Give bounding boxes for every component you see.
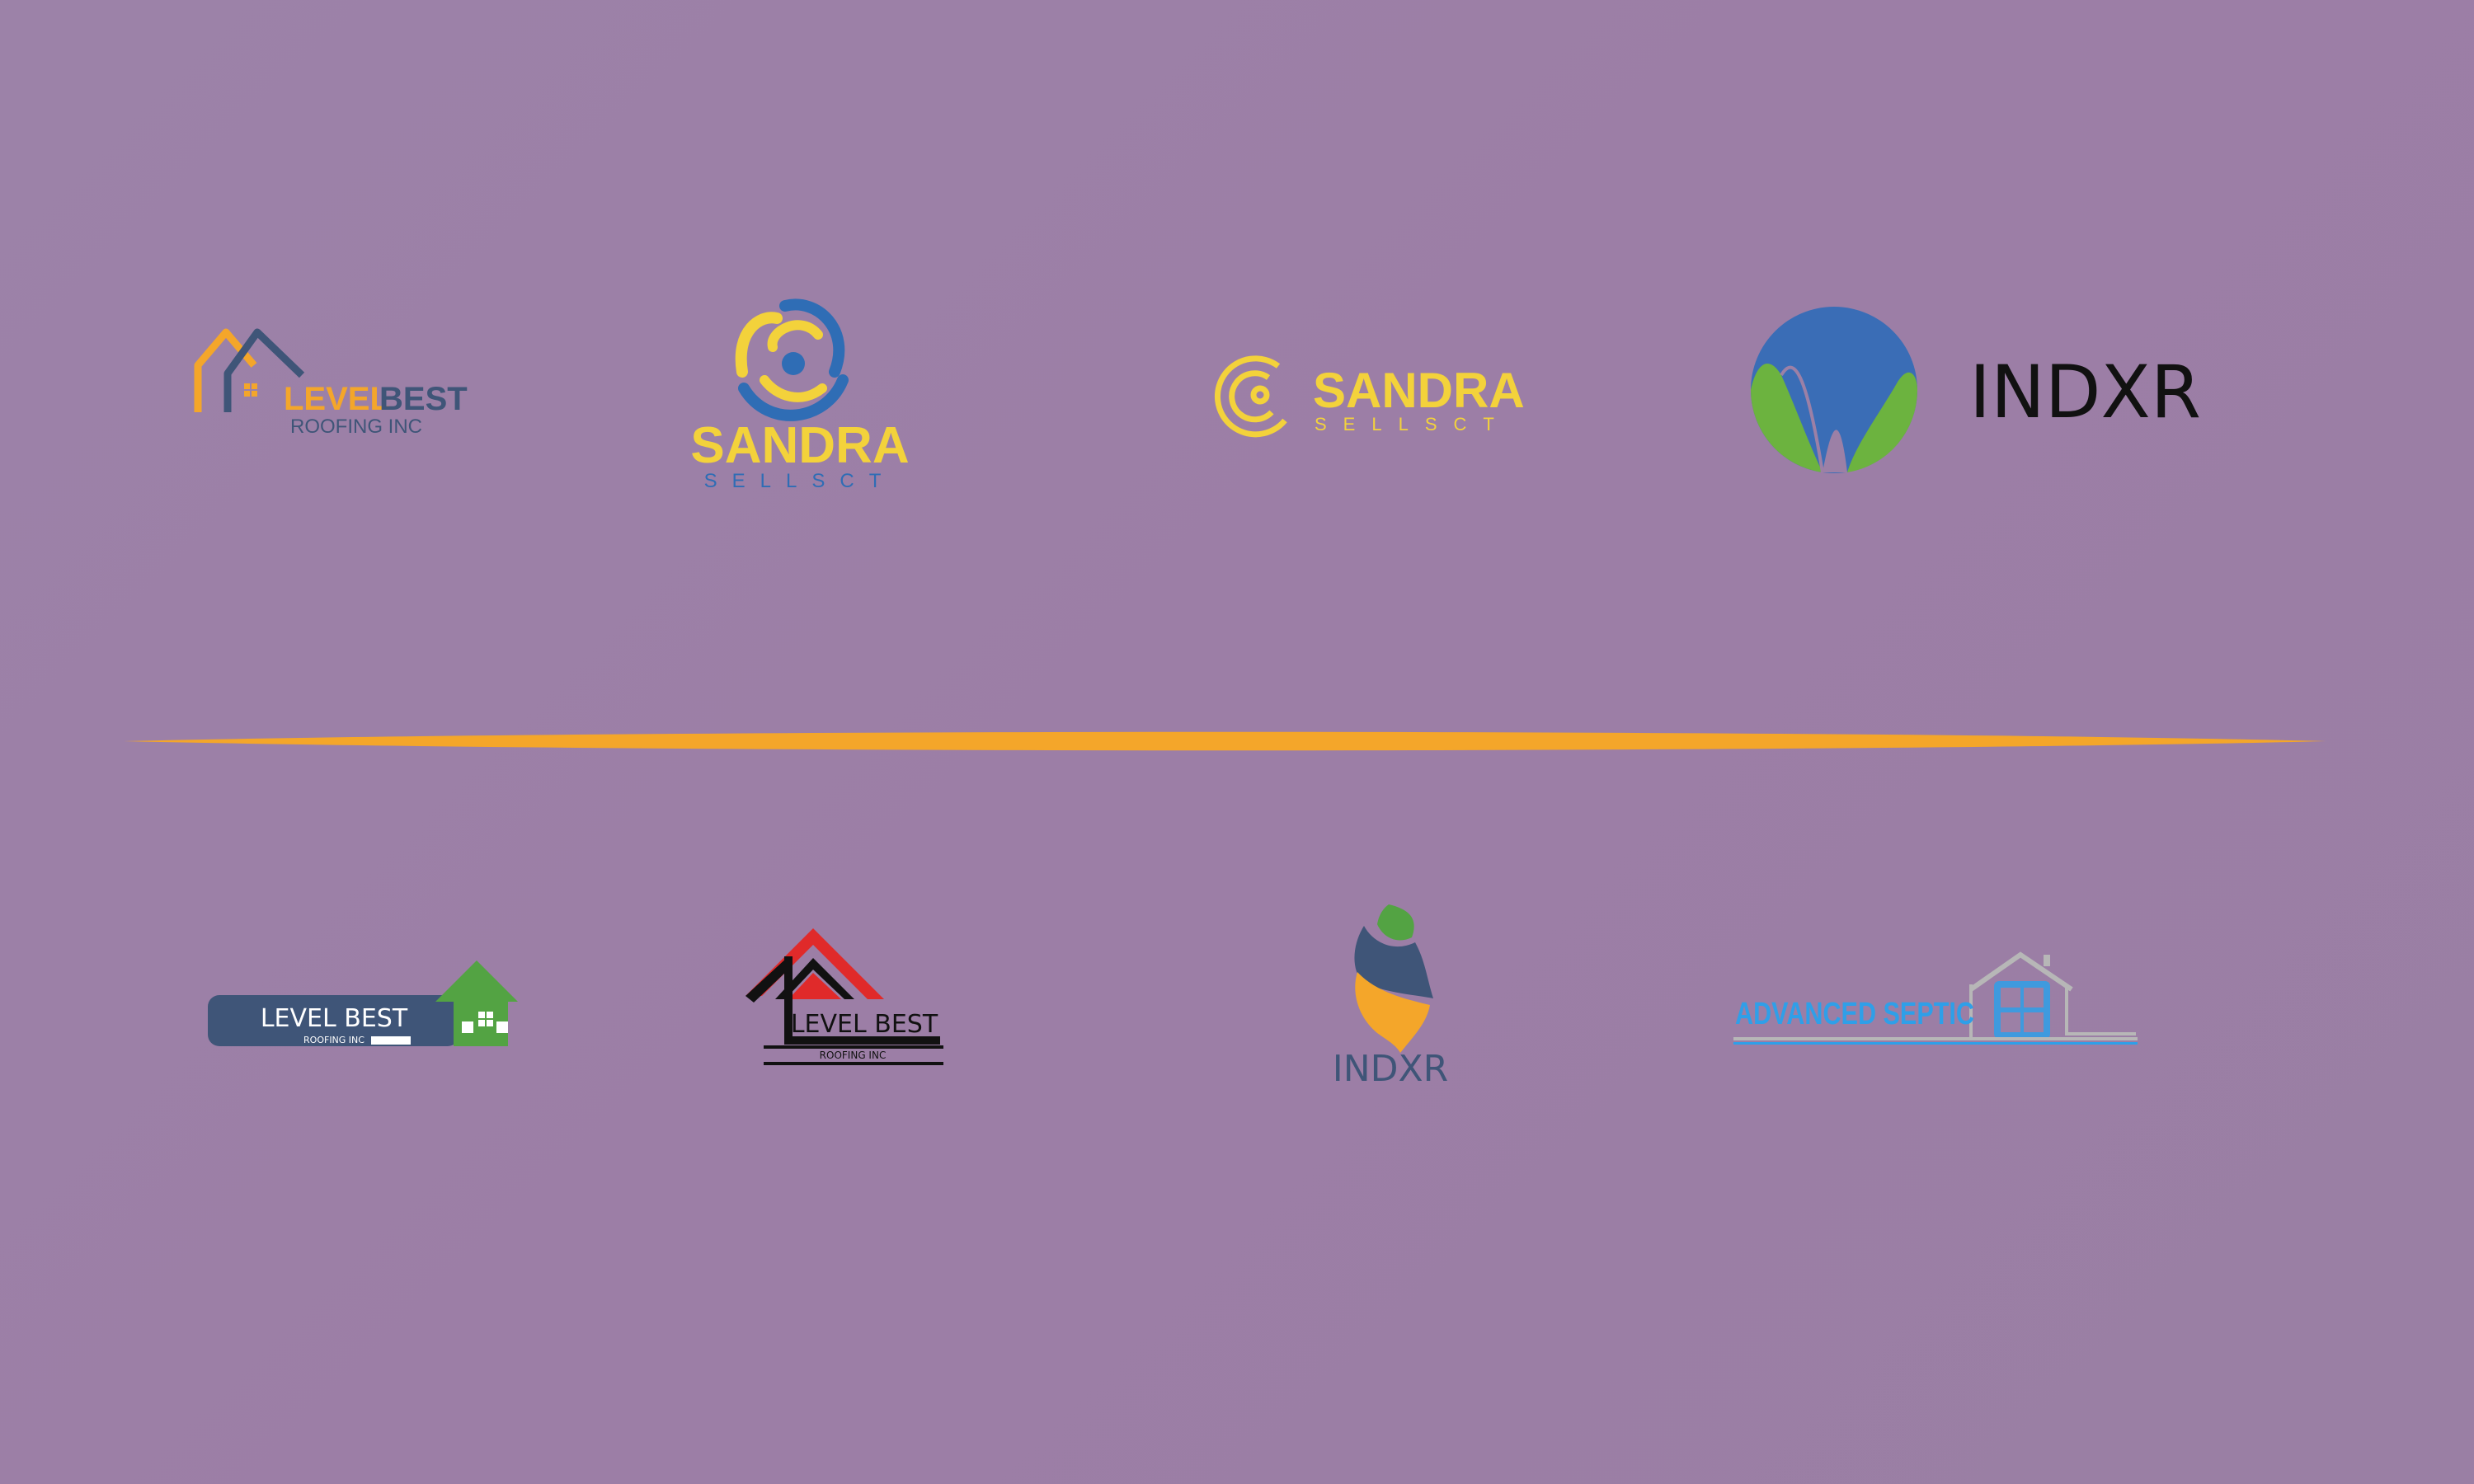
house-outline-icon	[1969, 951, 2136, 1039]
red-roof-icon	[745, 928, 940, 1045]
logo-level-best-roofing-1: LEVEL BEST ROOFING INC	[194, 326, 468, 441]
logo-text-level: LEVEL	[284, 381, 390, 417]
logo-text-sandra: SANDRA	[690, 417, 909, 474]
logo-indxr-1: INDXR	[1748, 305, 2201, 478]
house-icon	[194, 328, 305, 412]
logo-level-best-roofing-2: LEVEL BEST ROOFING INC	[206, 960, 544, 1051]
logo-text-indxr: INDXR	[1969, 350, 2201, 434]
indxr-circle-emblem-icon	[1751, 307, 1918, 473]
green-house-icon	[435, 960, 518, 1046]
logo-text-advanced-septic: ADVANCED SEPTIC	[1735, 997, 1974, 1031]
logo-subtext-sellsct: SELLSCT	[1315, 414, 1511, 434]
shield-emblem-icon	[1354, 904, 1433, 1053]
logo-subtext-sellsct: SELLSCT	[704, 470, 896, 492]
logo-text-sandra: SANDRA	[1313, 363, 1525, 418]
logo-sandra-sellsct-1: SANDRA SELLSCT	[684, 293, 915, 492]
logo-level-best-roofing-3: LEVEL BEST ROOFING INC	[742, 923, 957, 1068]
logo-subtext: ROOFING INC	[303, 1035, 365, 1045]
logo-advanced-septic: ADVANCED SEPTIC	[1732, 948, 2144, 1055]
logo-text-indxr: INDXR	[1333, 1048, 1449, 1090]
logo-subtext: ROOFING INC	[290, 416, 422, 438]
logo-banner	[208, 995, 459, 1046]
swirl-icon	[735, 298, 849, 421]
c-circle-icon	[1214, 355, 1287, 438]
logo-sandra-sellsct-2: SANDRA SELLSCT	[1212, 346, 1534, 445]
logo-text-level-best: LEVEL BEST	[791, 1010, 938, 1039]
logo-subtext: ROOFING INC	[820, 1050, 887, 1061]
logo-text-best: BEST	[379, 381, 468, 417]
logo-text-level-best: LEVEL BEST	[261, 1004, 408, 1033]
logo-indxr-2: INDXR	[1319, 903, 1460, 1090]
